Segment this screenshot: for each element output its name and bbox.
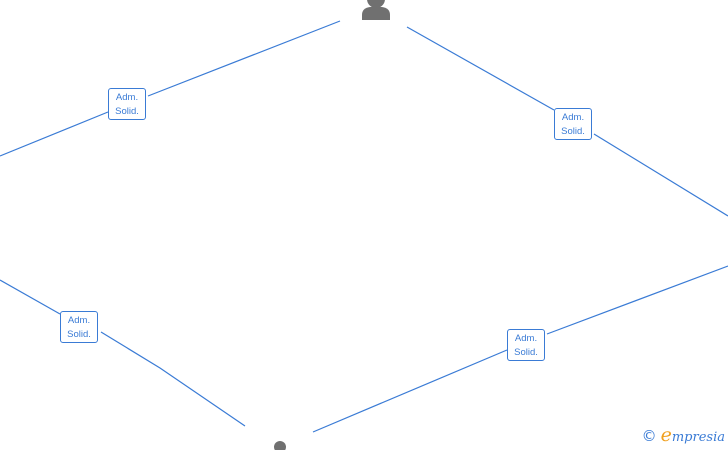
edge-right-bottom: [312, 265, 728, 433]
relation-type: Solid.: [67, 329, 91, 340]
copyright-icon: ©: [641, 427, 657, 445]
edge-left-bottom: [0, 279, 246, 427]
relation-type: Solid.: [115, 106, 139, 117]
relation-role: Adm.: [514, 333, 538, 344]
person-icon: [362, 0, 390, 20]
relation-label-right-bottom[interactable]: Adm. Solid.: [507, 329, 545, 361]
person-node-bottom[interactable]: [274, 441, 286, 450]
edge-left-top: [0, 20, 341, 157]
brand-initial: e: [660, 424, 672, 446]
brand-logo: e mpresia: [661, 424, 725, 446]
brand-name: mpresia: [671, 430, 725, 445]
relation-type: Solid.: [561, 126, 585, 137]
person-icon: [274, 441, 286, 450]
relation-type: Solid.: [514, 347, 538, 358]
empresia-watermark: © e mpresia: [642, 424, 725, 446]
relation-role: Adm.: [561, 112, 585, 123]
relation-label-left-bottom[interactable]: Adm. Solid.: [60, 311, 98, 343]
edge-right-top: [406, 26, 728, 217]
relation-label-left-top[interactable]: Adm. Solid.: [108, 88, 146, 120]
relation-label-right-top[interactable]: Adm. Solid.: [554, 108, 592, 140]
relation-role: Adm.: [115, 92, 139, 103]
person-node-top[interactable]: [362, 0, 390, 20]
relation-role: Adm.: [67, 315, 91, 326]
